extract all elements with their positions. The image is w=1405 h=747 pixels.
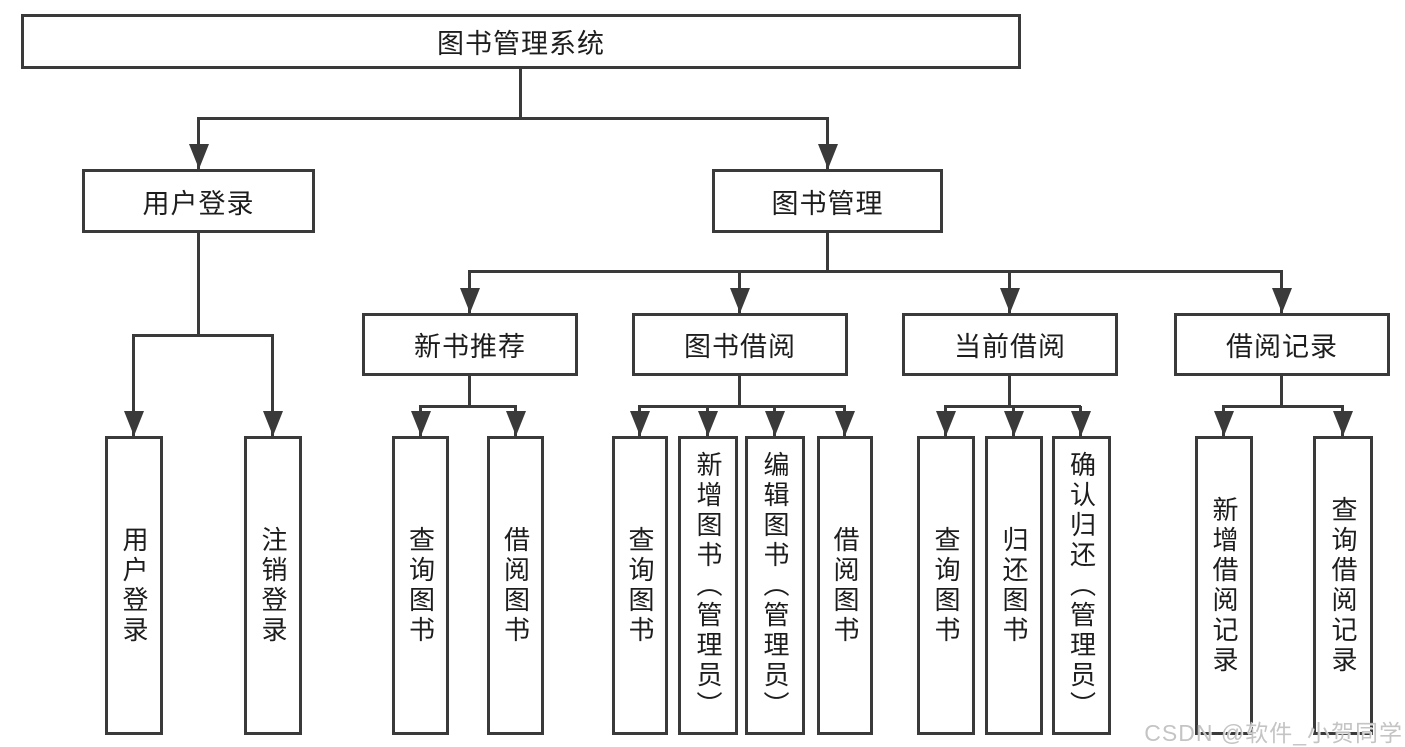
connector-line [638, 405, 846, 408]
arrow-down-icon [271, 335, 274, 436]
leaf-return-book: 归还图书 [985, 436, 1043, 735]
arrow-down-icon [706, 406, 709, 436]
arrow-down-icon [1280, 271, 1283, 313]
leaf-query-book-1: 查询图书 [392, 436, 449, 735]
connector-line [1280, 376, 1283, 407]
arrow-down-icon [826, 118, 829, 169]
connector-line [419, 405, 517, 408]
connector-line [197, 233, 200, 336]
connector-line [468, 376, 471, 407]
leaf-borrow-book-2: 借阅图书 [817, 436, 873, 735]
arrow-down-icon [1222, 406, 1225, 436]
arrow-down-icon [419, 406, 422, 436]
connector-line [468, 270, 1283, 273]
leaf-edit-book-admin: 编辑图书（管理员） [745, 436, 805, 735]
arrow-down-icon [944, 406, 947, 436]
arrow-down-icon [197, 118, 200, 169]
connector-line [519, 69, 522, 119]
leaf-query-borrow-record: 查询借阅记录 [1313, 436, 1373, 735]
node-user-login: 用户登录 [82, 169, 315, 233]
arrow-down-icon [738, 271, 741, 313]
arrow-down-icon [132, 335, 135, 436]
leaf-query-book-3: 查询图书 [917, 436, 975, 735]
csdn-watermark: CSDN @软件_小贺同学 [1144, 720, 1403, 746]
connector-line [738, 376, 741, 407]
leaf-user-login: 用户登录 [105, 436, 163, 735]
arrow-down-icon [843, 406, 846, 436]
node-root-system: 图书管理系统 [21, 14, 1021, 69]
arrow-down-icon [1008, 271, 1011, 313]
leaf-add-borrow-record: 新增借阅记录 [1195, 436, 1253, 735]
node-book-management: 图书管理 [712, 169, 943, 233]
arrow-down-icon [468, 271, 471, 313]
arrow-down-icon [1079, 406, 1082, 436]
leaf-confirm-return-admin: 确认归还（管理员） [1052, 436, 1111, 735]
connector-line [197, 117, 829, 120]
connector-line [132, 334, 274, 337]
leaf-add-book-admin: 新增图书（管理员） [678, 436, 738, 735]
leaf-query-book-2: 查询图书 [612, 436, 668, 735]
arrow-down-icon [773, 406, 776, 436]
arrow-down-icon [514, 406, 517, 436]
node-current-borrow: 当前借阅 [902, 313, 1118, 376]
arrow-down-icon [638, 406, 641, 436]
arrow-down-icon [1012, 406, 1015, 436]
node-new-book-recommend: 新书推荐 [362, 313, 578, 376]
leaf-borrow-book-1: 借阅图书 [487, 436, 544, 735]
connector-line [1222, 405, 1344, 408]
node-borrow-record: 借阅记录 [1174, 313, 1390, 376]
connector-line [826, 233, 829, 272]
connector-line [1008, 376, 1011, 407]
arrow-down-icon [1341, 406, 1344, 436]
node-book-borrow: 图书借阅 [632, 313, 848, 376]
leaf-logout: 注销登录 [244, 436, 302, 735]
